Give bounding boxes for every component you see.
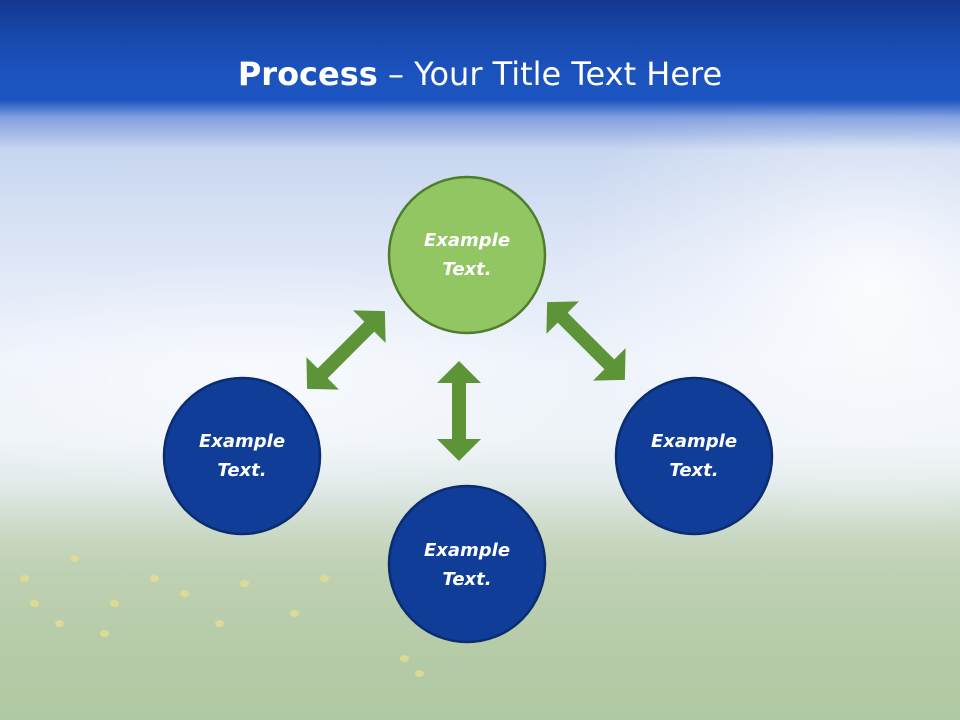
flower-decoration [400,655,409,662]
node-top-line1: Example [423,230,511,251]
flower-decoration [290,610,299,617]
flower-decoration [20,575,29,582]
node-left-label: Example Text. [172,427,312,485]
flower-decoration [180,590,189,597]
arrow-top-to-bottom [437,361,481,461]
title-rest: Your Title Text Here [414,55,723,93]
flower-decoration [110,600,119,607]
title-bar [0,0,960,150]
title-bold-part: Process [237,55,378,93]
flower-decoration [215,620,224,627]
node-bottom-line2: Text. [442,569,492,590]
node-bottom-circle [387,484,547,644]
node-bottom-line1: Example [423,540,511,561]
node-right-circle [614,376,774,536]
flower-decoration [30,600,39,607]
node-top-label: Example Text. [397,226,537,284]
node-right-line1: Example [650,431,738,452]
node-left-line1: Example [198,431,286,452]
flower-decoration [320,575,329,582]
node-right-label: Example Text. [624,427,764,485]
arrow-top-to-right [546,301,626,381]
node-top-line2: Text. [442,259,492,280]
node-top-circle [387,175,547,335]
flower-decoration [415,670,424,677]
flower-decoration [55,620,64,627]
node-bottom-label: Example Text. [397,536,537,594]
flower-decoration [240,580,249,587]
title-separator: – [377,55,415,93]
flower-decoration [150,575,159,582]
arrow-top-to-left [306,310,386,390]
flower-decoration [100,630,109,637]
node-right-line2: Text. [669,460,719,481]
node-left-circle [162,376,322,536]
node-left-line2: Text. [217,460,267,481]
flower-decoration [70,555,79,562]
slide-title: Process – Your Title Text Here [0,52,960,96]
